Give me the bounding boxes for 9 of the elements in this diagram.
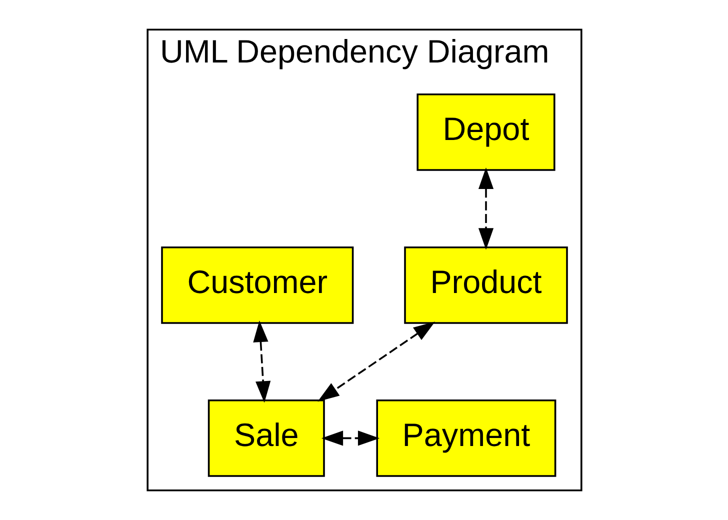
node-box: Product bbox=[404, 246, 568, 324]
arrow bbox=[252, 320, 270, 403]
node-box: Customer bbox=[160, 246, 354, 324]
arrow bbox=[478, 167, 494, 250]
node-box: Depot bbox=[416, 94, 555, 171]
arrow bbox=[317, 322, 435, 402]
node-box: Payment bbox=[376, 400, 556, 477]
node-box: Sale bbox=[207, 400, 324, 477]
arrow bbox=[320, 430, 380, 446]
